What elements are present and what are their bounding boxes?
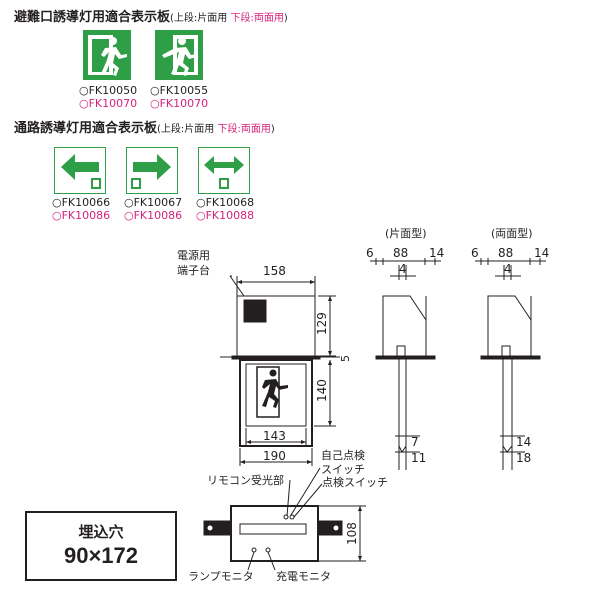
lamp-monitor-label: ランプモニタ xyxy=(188,570,254,583)
single-dim-d: 4 xyxy=(399,262,407,276)
charge-monitor-label: 充電モニタ xyxy=(276,569,331,583)
single-dim-c: 14 xyxy=(429,246,444,260)
arrow-code-3: ○FK10068 ○FK10088 xyxy=(196,196,254,222)
terminal-block xyxy=(243,299,267,323)
section2-title-text: 通路誘導灯用適合表示板 xyxy=(14,121,158,136)
side-view-single xyxy=(370,258,441,470)
dim-gap: 5 xyxy=(339,355,352,362)
arrow-sign-1 xyxy=(54,147,106,194)
exit-sign-2 xyxy=(155,30,203,80)
single-dim-e: 7 xyxy=(411,435,419,449)
check-switch-label: 点検スイッチ xyxy=(322,475,388,489)
arrow-sign-3 xyxy=(198,147,250,194)
dim-upper-height: 129 xyxy=(315,312,329,335)
exit-code-2-top: ○FK10055 xyxy=(150,84,209,97)
double-dim-a: 6 xyxy=(471,246,479,260)
cutout-box: 埋込穴 90×172 xyxy=(25,511,177,581)
arrow-code-3-top: ○FK10068 xyxy=(196,196,255,209)
arrow-both-icon xyxy=(204,156,244,189)
front-panel xyxy=(239,359,313,447)
section2-title: 通路誘導灯用適合表示板(上段:片面用 下段:両面用) xyxy=(14,117,275,136)
section1-note-close: ) xyxy=(283,13,288,24)
section1-note-pink: 下段:両面用 xyxy=(230,13,284,24)
exit-code-2: ○FK10055 ○FK10070 xyxy=(150,84,208,110)
terminal-label-2: 端子台 xyxy=(177,263,210,277)
cutout-label: 埋込穴 xyxy=(78,523,124,541)
terminal-label-1: 電源用 xyxy=(177,248,210,262)
dim-outer-width: 190 xyxy=(263,449,286,463)
exit-code-1: ○FK10050 ○FK10070 xyxy=(79,84,137,110)
arrow-code-1: ○FK10066 ○FK10086 xyxy=(52,196,110,222)
exit-code-2-bottom: ○FK10070 xyxy=(150,97,209,110)
self-check-label-2: スイッチ xyxy=(321,463,365,476)
self-check-label-1: 自己点検 xyxy=(321,448,365,462)
arrow-code-1-bottom: ○FK10086 xyxy=(52,209,111,222)
section2-note-close: ) xyxy=(270,124,275,135)
arrow-code-2-bottom: ○FK10086 xyxy=(124,209,183,222)
section1-title-text: 避難口誘導灯用適合表示板 xyxy=(14,10,171,25)
exit-code-1-bottom: ○FK10070 xyxy=(79,97,138,110)
remote-label: リモコン受光部 xyxy=(207,473,284,487)
front-panel-inner xyxy=(245,363,307,427)
exit-code-1-top: ○FK10050 xyxy=(79,84,138,97)
dim-lower-height: 140 xyxy=(315,379,329,402)
section2-note-pink: 下段:両面用 xyxy=(217,124,271,135)
single-caption: (片面型) xyxy=(385,226,427,240)
exit-door-running-man-icon xyxy=(162,35,198,76)
dim-inner-width: 143 xyxy=(263,429,286,443)
section1-note-open: (上段:片面用 xyxy=(170,13,231,24)
front-mount-plate xyxy=(231,355,321,360)
section1-title: 避難口誘導灯用適合表示板(上段:片面用 下段:両面用) xyxy=(14,6,288,25)
side-view-double xyxy=(475,258,546,470)
single-dim-a: 6 xyxy=(366,246,374,260)
exit-door-running-man-icon xyxy=(88,35,127,76)
double-dim-f: 18 xyxy=(516,451,531,465)
front-panel-exit-sign xyxy=(256,366,288,418)
arrow-code-2-top: ○FK10067 xyxy=(124,196,183,209)
bottom-view xyxy=(203,467,366,571)
dim-top-width: 158 xyxy=(263,264,286,278)
arrow-code-2: ○FK10067 ○FK10086 xyxy=(124,196,182,222)
double-dim-d: 4 xyxy=(504,262,512,276)
double-dim-b: 88 xyxy=(498,246,513,260)
section2-note-open: (上段:片面用 xyxy=(157,124,218,135)
single-dim-f: 11 xyxy=(411,451,426,465)
double-caption: (両面型) xyxy=(491,226,533,240)
arrow-code-1-top: ○FK10066 xyxy=(52,196,111,209)
dim-bottom-height: 108 xyxy=(345,522,359,545)
arrow-sign-2 xyxy=(126,147,178,194)
arrow-code-3-bottom: ○FK10088 xyxy=(196,209,255,222)
double-dim-e: 14 xyxy=(516,435,531,449)
cutout-size: 90×172 xyxy=(63,543,139,568)
arrow-right-icon xyxy=(131,154,171,189)
double-dim-c: 14 xyxy=(534,246,549,260)
arrow-left-icon xyxy=(61,154,101,189)
single-dim-b: 88 xyxy=(393,246,408,260)
exit-sign-1 xyxy=(83,30,131,80)
